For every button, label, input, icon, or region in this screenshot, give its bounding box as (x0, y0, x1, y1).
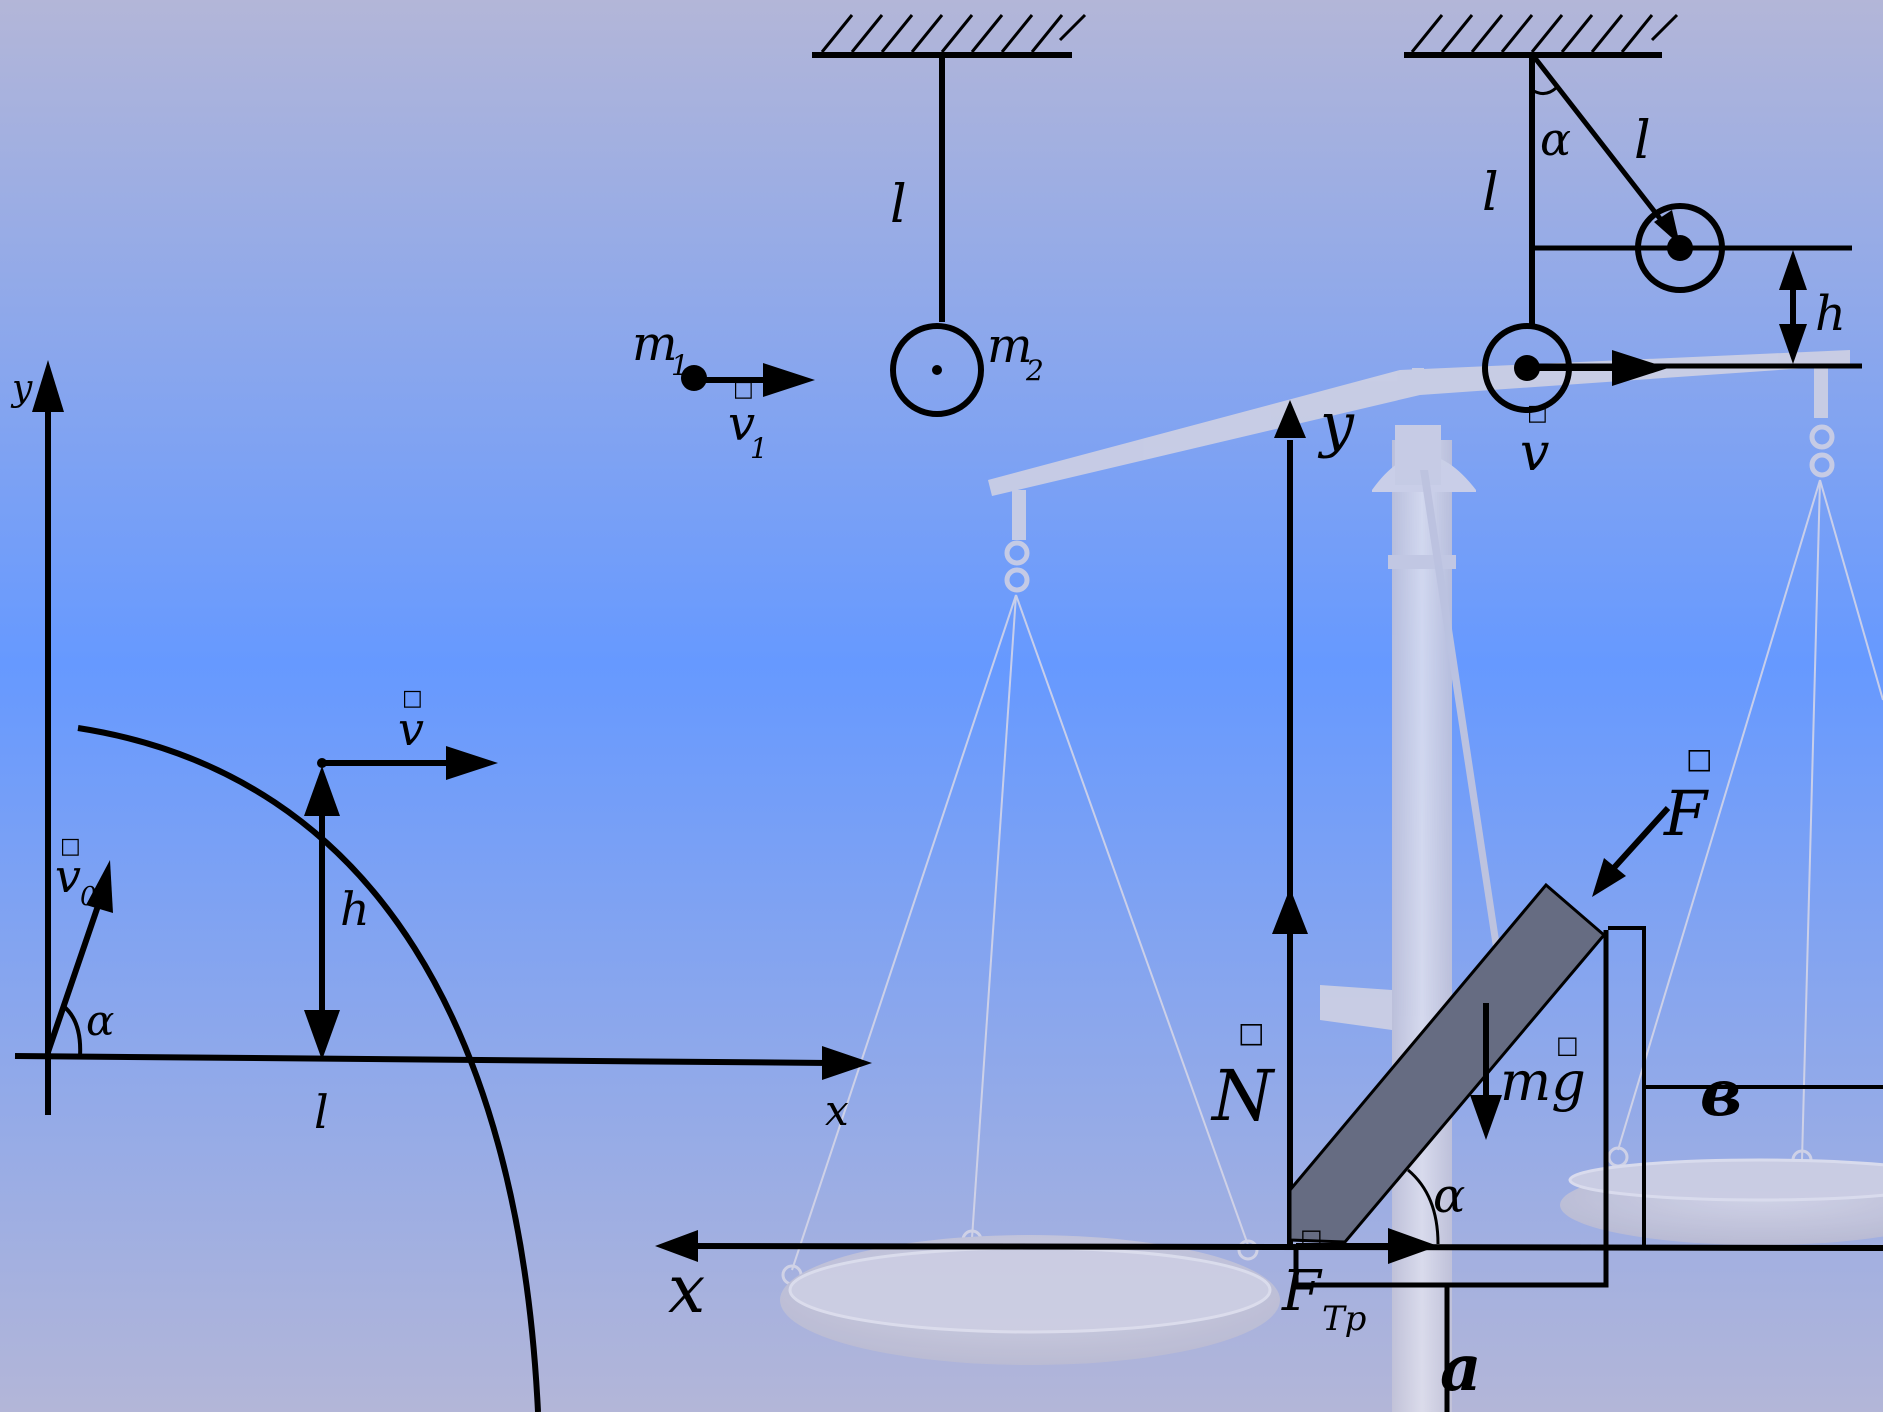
height-arrowhead-top (304, 766, 340, 816)
projectile-diagram: y x □ v 0 α □ v h l (10, 360, 872, 1412)
label-m1-sub: 1 (671, 349, 689, 382)
label-friction: F (1281, 1259, 1323, 1324)
vector-marker-icon: □ (1556, 1031, 1579, 1059)
label-l: l (314, 1085, 329, 1139)
angle-arc (60, 1003, 83, 1057)
label-force: F (1663, 777, 1709, 850)
angle-arc (1407, 1168, 1440, 1245)
velocity1-arrowhead (763, 363, 815, 397)
label-m1: m (632, 316, 678, 372)
side-b-dimension (1608, 926, 1646, 1248)
label-x: x (825, 1086, 849, 1135)
y-axis-arrowhead (32, 360, 64, 412)
label-alpha: α (1433, 1168, 1465, 1224)
inclined-block (1288, 882, 1607, 1244)
label-h: h (340, 882, 370, 936)
x-axis (14, 1053, 831, 1066)
balance-scale-icon (780, 350, 1883, 1412)
mass2-center (932, 365, 942, 375)
trajectory-curve (77, 725, 541, 1412)
label-m2: m (987, 318, 1033, 374)
label-v0-sub: 0 (80, 882, 97, 912)
velocity-arrowhead (1612, 350, 1668, 386)
angle-arc (1531, 86, 1558, 95)
friction-arrowhead (1388, 1228, 1438, 1264)
vector-marker-icon: □ (733, 377, 754, 402)
initial-velocity-arrow (45, 899, 103, 1053)
vector-marker-icon: □ (1686, 742, 1712, 775)
vector-marker-icon: □ (60, 834, 81, 859)
x-axis-arrowhead (655, 1230, 698, 1262)
label-h: h (1815, 286, 1846, 342)
height-arrowhead-bottom (304, 1010, 340, 1060)
label-y: y (1317, 390, 1355, 460)
label-l: l (890, 175, 907, 235)
label-v1: v (728, 396, 755, 452)
label-side-b: в (1700, 1056, 1742, 1131)
label-l-string: l (1634, 111, 1651, 171)
height-arrowhead-top (1779, 250, 1807, 290)
label-friction-sub: Tp (1322, 1299, 1366, 1339)
label-normal: N (1210, 1055, 1276, 1137)
label-v: v (398, 702, 424, 756)
label-l-vertical: l (1482, 163, 1499, 223)
incline-force-diagram: y x □ N □ mg □ F □ F Tp α в a (655, 390, 1883, 1412)
label-alpha: α (86, 996, 114, 1045)
x-axis (689, 1243, 1883, 1251)
vector-marker-icon: □ (1238, 1016, 1264, 1049)
label-alpha: α (1540, 112, 1571, 166)
applied-force-arrowhead (1592, 858, 1626, 897)
label-x: x (668, 1251, 705, 1328)
vector-marker-icon: □ (402, 686, 423, 711)
gravity-arrowhead (1470, 1095, 1502, 1140)
pendulum-diagram: l α l h □ v (1404, 13, 1862, 483)
height-arrowhead-bottom (1779, 324, 1807, 364)
mass2-ball (890, 323, 984, 417)
label-v0: v (55, 849, 81, 903)
label-v: v (1520, 423, 1549, 483)
label-v1-sub: 1 (750, 432, 768, 465)
y-axis-arrowhead (1274, 400, 1306, 438)
side-b-bracket (1293, 930, 1609, 1288)
vector-marker-icon: □ (1300, 1224, 1323, 1252)
vector-marker-icon: □ (1527, 401, 1548, 426)
initial-velocity-arrowhead (86, 860, 113, 913)
collision-diagram: m 1 □ v 1 l m 2 (632, 13, 1087, 465)
label-m2-sub: 2 (1025, 354, 1044, 387)
deflected-string (1533, 56, 1667, 227)
deflected-string-arrowhead (1654, 210, 1680, 245)
label-side-a: a (1440, 1331, 1481, 1406)
label-mg: mg (1500, 1050, 1586, 1113)
velocity-arrowhead (446, 746, 498, 780)
applied-force-arrow (1609, 805, 1671, 873)
normal-force-arrowhead (1272, 888, 1308, 934)
label-y: y (10, 368, 33, 409)
x-axis-arrowhead (822, 1046, 872, 1080)
